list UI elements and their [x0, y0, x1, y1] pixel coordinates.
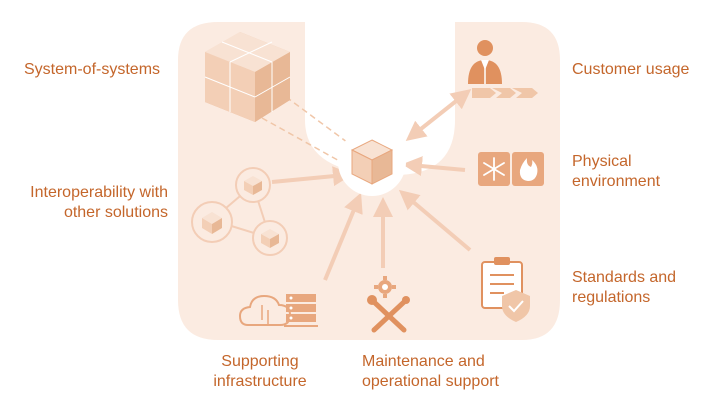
label-standards: Standards and regulations	[572, 268, 676, 308]
label-system-of-systems: System-of-systems	[24, 61, 161, 78]
person-icon	[468, 40, 538, 98]
clipboard-icon	[481, 257, 530, 322]
label-physical-environment: Physical environment	[572, 152, 660, 192]
label-interoperability-line1: Interoperability with	[30, 184, 168, 201]
flame-icon	[519, 158, 538, 181]
label-customer-usage: Customer usage	[572, 61, 690, 78]
label-standards-line2: regulations	[572, 289, 651, 306]
label-physical-line2: environment	[572, 173, 661, 190]
label-supporting-line2: infrastructure	[213, 373, 307, 390]
label-physical-line1: Physical	[572, 153, 632, 170]
network-cubes-icon	[191, 167, 288, 256]
snowflake-icon	[483, 157, 505, 181]
label-supporting-line1: Supporting	[221, 353, 299, 370]
arrow-physical	[402, 156, 466, 177]
arrow-interop	[271, 166, 353, 187]
arrow-supporting	[323, 192, 363, 281]
label-standards-line1: Standards and	[572, 269, 677, 286]
label-maintenance-line1: Maintenance and	[362, 353, 485, 370]
label-interoperability: Interoperability with other solutions	[18, 183, 168, 223]
label-interoperability-line2: other solutions	[63, 204, 168, 221]
shield-check-icon	[502, 290, 530, 322]
arrows	[271, 89, 472, 281]
arrow-customer	[405, 89, 472, 141]
label-maintenance: Maintenance and operational support	[362, 352, 499, 392]
physical-environment-icon	[478, 152, 544, 186]
wrench-screwdriver-icon	[371, 299, 407, 333]
cloud-server-icon	[238, 294, 318, 327]
dashed-connectors	[261, 84, 356, 169]
label-maintenance-line2: operational support	[362, 373, 499, 390]
gear-icon	[374, 276, 396, 298]
label-supporting-infrastructure: Supporting infrastructure	[200, 352, 320, 392]
arrow-standards	[398, 189, 472, 252]
cube-stack-icon	[204, 32, 291, 122]
central-cube-icon	[338, 128, 406, 196]
